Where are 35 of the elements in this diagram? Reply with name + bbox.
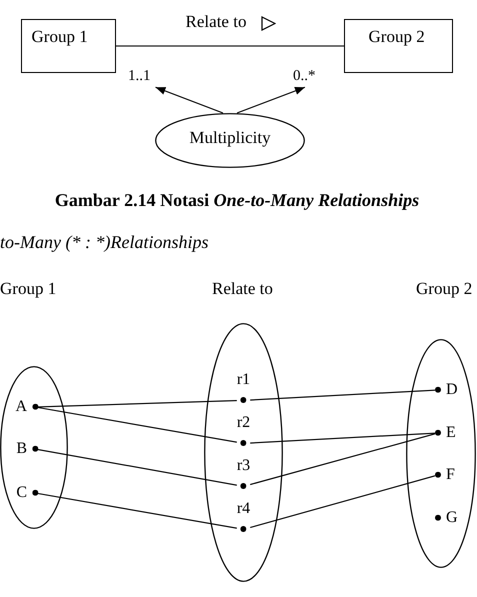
arrow (236, 86, 306, 114)
multiplicity-label: 0..* (290, 65, 320, 88)
point-label: E (446, 424, 456, 442)
point-label: C (16, 484, 27, 502)
entity-box: Group 1 (21, 19, 116, 73)
point-label: r1 (236, 371, 250, 390)
column-heading: Group 2 (416, 279, 472, 299)
point-label: B (16, 440, 27, 458)
point-label: r4 (236, 500, 250, 518)
point-label: G (446, 508, 458, 528)
connector-line (38, 492, 237, 529)
set-ellipse (406, 339, 476, 568)
figure-caption: Gambar 2.14 Notasi One-to-Many Relationships (54, 190, 420, 211)
entity-box: Group 2 (344, 19, 453, 73)
multiplicity-label: 1..1 (125, 65, 156, 88)
point-label: r3 (236, 457, 250, 476)
point-label: D (446, 380, 458, 400)
point-label: F (446, 466, 455, 484)
note-ellipse: Multiplicity (155, 113, 305, 168)
connector-line (116, 45, 344, 47)
connector-line (38, 448, 237, 486)
point-label: A (15, 398, 27, 416)
point-label: r2 (236, 414, 250, 432)
set-ellipse (0, 366, 68, 529)
arrow (155, 86, 224, 114)
column-heading: Relate to (212, 279, 273, 299)
section-heading: to-Many (* : *)Relationships (0, 232, 208, 252)
connector-line (38, 400, 237, 408)
set-ellipse (204, 323, 283, 582)
connector-line (38, 406, 237, 443)
connector-line (250, 390, 436, 401)
column-heading: Group 1 (0, 279, 56, 299)
connector-line (250, 475, 436, 528)
connector-line (250, 433, 436, 486)
connector-line (250, 432, 436, 444)
